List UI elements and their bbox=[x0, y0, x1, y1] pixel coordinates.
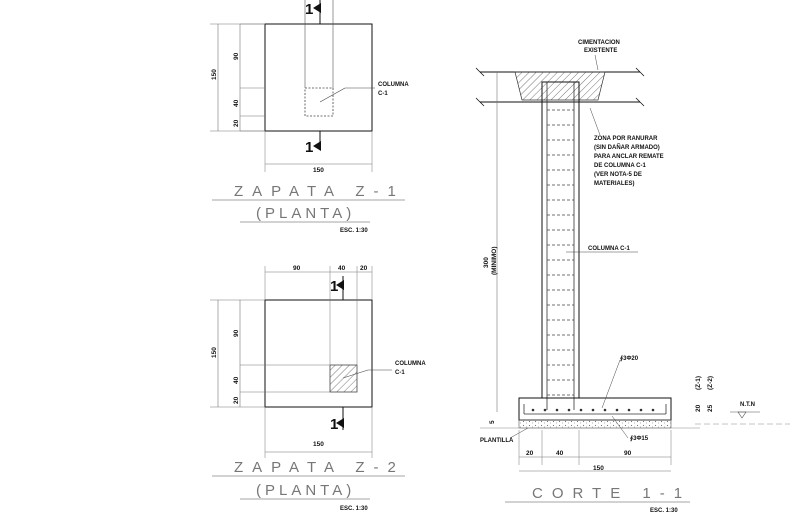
zona-label-6: MATERIALES) bbox=[594, 181, 635, 187]
dim-total-h: 150 bbox=[313, 441, 324, 448]
rebar-dots bbox=[531, 408, 655, 412]
dim-total-v: 150 bbox=[211, 347, 218, 358]
z2-label: (Z-2) bbox=[707, 376, 714, 390]
columna-label: COLUMNA C-1 bbox=[588, 246, 630, 252]
dim-top-c: 20 bbox=[360, 265, 368, 272]
section-title: CORTE 1-1 bbox=[532, 485, 691, 502]
section-arrow-bottom bbox=[313, 141, 321, 151]
section-scale: ESC. 1:30 bbox=[650, 508, 678, 514]
dim-b: 40 bbox=[233, 99, 240, 107]
column-c1 bbox=[541, 81, 580, 399]
plan1-scale: ESC. 1:30 bbox=[340, 228, 368, 234]
plan-z2: 90 40 20 150 90 40 20 COLUMNA C-1 1 1 15… bbox=[210, 265, 426, 512]
dim-a: 90 bbox=[233, 329, 240, 337]
section-mark-bottom: 1 bbox=[330, 416, 338, 433]
column-label-2: C-1 bbox=[395, 370, 405, 376]
cimentacion-label-2: EXISTENTE bbox=[584, 48, 617, 54]
section-arrow-top bbox=[336, 280, 344, 290]
column-outline bbox=[329, 364, 358, 393]
column-outline bbox=[304, 87, 334, 117]
column-label: COLUMNA bbox=[378, 82, 409, 88]
section-arrow-top bbox=[313, 3, 321, 13]
zona-label-4: DE COLUMNA C-1 bbox=[594, 163, 646, 169]
dim-5: 5 bbox=[489, 420, 496, 424]
z2-value: 25 bbox=[707, 404, 714, 412]
dim-top-b: 40 bbox=[338, 265, 346, 272]
cimentacion-label: CIMENTACION bbox=[578, 40, 620, 46]
dim-90: 90 bbox=[624, 450, 632, 457]
ntn-marker bbox=[737, 411, 747, 419]
footing-outline bbox=[264, 299, 373, 408]
rebar-top-label: ∮3Φ20 bbox=[620, 355, 639, 362]
section-arrow-bottom bbox=[336, 418, 344, 428]
dim-20: 20 bbox=[526, 450, 534, 457]
dim-40: 40 bbox=[556, 450, 564, 457]
section-mark-bottom: 1 bbox=[305, 139, 313, 156]
rebar-bottom-label: ∮3Φ15 bbox=[630, 435, 649, 442]
section-mark-top: 1 bbox=[330, 278, 338, 295]
zona-label-2: (SIN DAÑAR ARMADO) bbox=[594, 144, 660, 151]
zona-label-3: PARA ANCLAR REMATE bbox=[594, 154, 664, 160]
plan2-subtitle: (PLANTA) bbox=[256, 482, 355, 499]
dim-c: 20 bbox=[233, 396, 240, 404]
z1-label: (Z-1) bbox=[695, 376, 702, 390]
z1-value: 20 bbox=[695, 404, 702, 412]
height-dim-min: (MINIMO) bbox=[491, 246, 498, 275]
dim-b: 40 bbox=[233, 376, 240, 384]
zona-label-5: (VER NOTA-5 DE bbox=[594, 172, 642, 178]
column-label: COLUMNA bbox=[395, 361, 426, 367]
plantilla-layer bbox=[518, 419, 672, 429]
dim-total-v: 150 bbox=[211, 69, 218, 80]
height-dim: 300 bbox=[483, 257, 490, 268]
plan-z1: 150 90 40 20 COLUMNA C-1 1 1 150 ZAPATA … bbox=[210, 0, 409, 234]
stirrups bbox=[547, 109, 574, 396]
dim-top-a: 90 bbox=[293, 265, 301, 272]
footing-section bbox=[518, 397, 672, 421]
dim-a: 90 bbox=[233, 52, 240, 60]
plan1-subtitle: (PLANTA) bbox=[256, 205, 355, 222]
footing-outline bbox=[264, 23, 373, 132]
dim-150: 150 bbox=[593, 465, 604, 472]
dim-total-h: 150 bbox=[313, 167, 324, 174]
plan2-title: ZAPATA Z-2 bbox=[234, 459, 405, 476]
plantilla-label: PLANTILLA bbox=[480, 438, 514, 444]
column-label-2: C-1 bbox=[378, 91, 388, 97]
zona-label-1: ZONA POR RANURAR bbox=[594, 136, 658, 142]
plan1-title: ZAPATA Z-1 bbox=[234, 183, 405, 200]
existing-foundation-notch bbox=[514, 71, 606, 101]
dim-c: 20 bbox=[233, 119, 240, 127]
section-mark-top: 1 bbox=[305, 1, 313, 18]
ntn-label: N.T.N bbox=[740, 402, 755, 408]
section-1-1: CIMENTACION EXISTENTE bbox=[475, 40, 790, 514]
plan2-scale: ESC. 1:30 bbox=[340, 506, 368, 512]
